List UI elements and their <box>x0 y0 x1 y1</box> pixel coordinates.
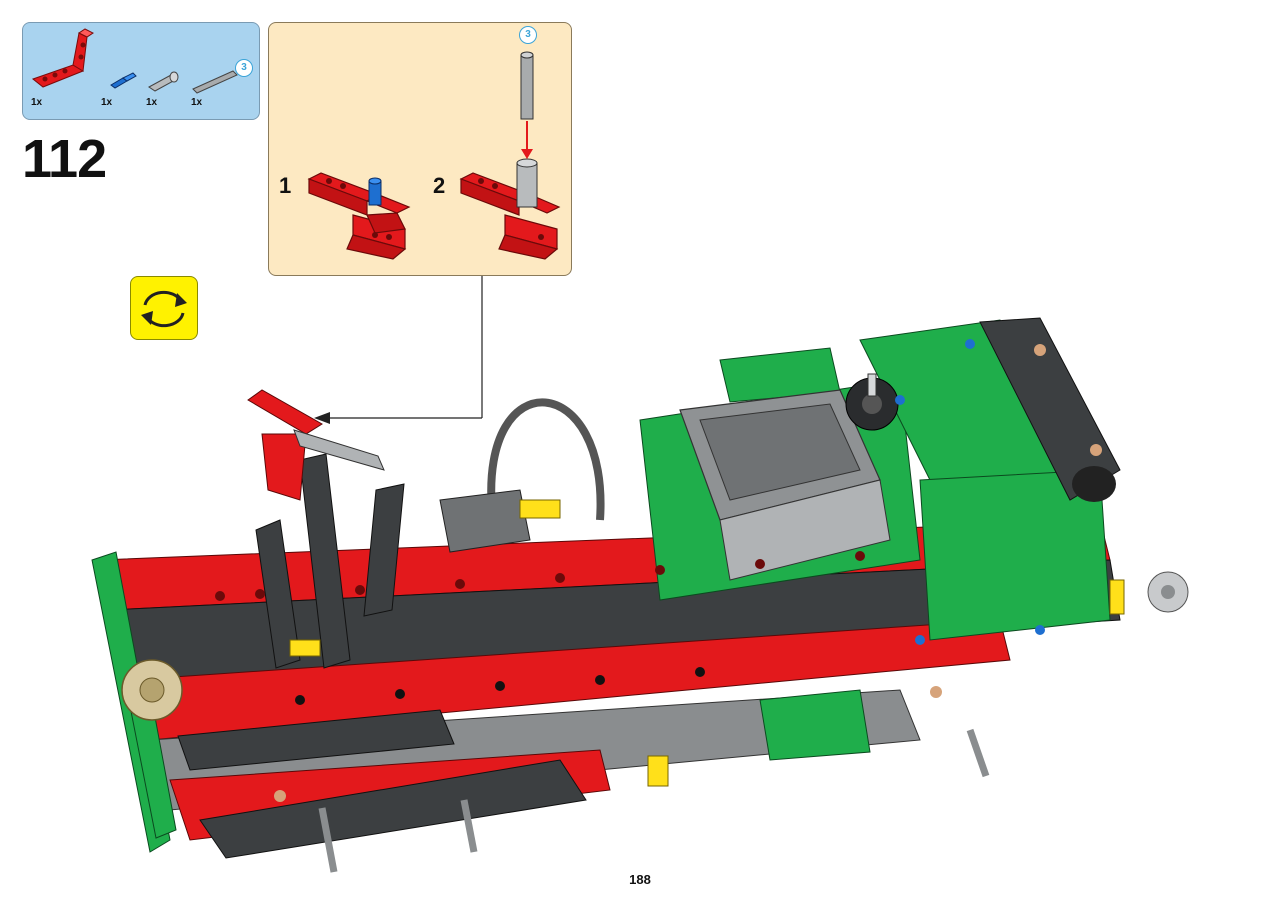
axle-length-label: 3 <box>519 26 537 44</box>
cable-connector <box>439 489 531 553</box>
callout-pointer <box>314 276 483 424</box>
step-number: 112 <box>22 129 107 189</box>
tan-gear-icon <box>121 659 183 721</box>
sub-assembly-panel: 3 1 2 <box>268 22 572 276</box>
page-number: 188 <box>629 872 651 887</box>
red-l-beam-part-icon <box>31 28 94 88</box>
grey-axle-part-icon <box>192 70 238 94</box>
sub-step-number: 2 <box>433 173 446 198</box>
rotate-model-badge <box>130 276 198 340</box>
grey-gear-icon <box>1147 571 1189 613</box>
part-qty: 1x <box>146 97 158 108</box>
part-qty: 1x <box>101 97 113 108</box>
bottom-axles <box>318 728 990 873</box>
upright-frames <box>255 453 405 669</box>
sub-step-number: 1 <box>279 173 292 198</box>
sub-step-2-beam-icon <box>459 158 561 260</box>
grey-connector-part-icon <box>148 71 179 92</box>
sub-assembly-illustration <box>307 51 561 260</box>
lower-dark-beams <box>177 709 587 859</box>
part-qty: 1x <box>31 97 43 108</box>
attached-red-beam <box>247 389 385 501</box>
parts-list-illustration <box>31 28 238 94</box>
parts-list-panel: 1x 1x 1x 1x 3 <box>22 22 260 120</box>
axle-length-label: 3 <box>235 59 253 77</box>
motor-cable <box>487 398 605 521</box>
insert-arrow-icon <box>521 121 533 159</box>
blue-axle-pin-part-icon <box>110 72 137 89</box>
black-gear-icon <box>845 373 899 431</box>
dark-roller <box>979 317 1121 502</box>
grey-axle-icon <box>520 51 534 120</box>
battery-box <box>679 389 891 581</box>
sub-step-1-beam-icon <box>307 172 411 260</box>
rotate-icon <box>141 290 187 328</box>
yellow-connectors <box>289 499 1125 787</box>
part-qty: 1x <box>191 97 203 108</box>
beam-holes <box>215 339 1102 802</box>
